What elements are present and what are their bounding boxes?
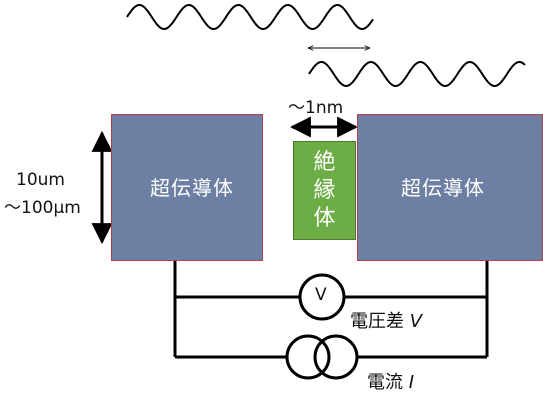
current-source-symbol [285, 334, 359, 380]
wavefunction-left [126, 3, 374, 31]
circuit-wires [173, 260, 489, 359]
insulator-char: 体 [313, 205, 336, 231]
current-symbol: I [408, 372, 415, 393]
voltmeter-symbol [298, 273, 346, 321]
voltage-label-text: 電圧差 [350, 311, 410, 332]
voltage-symbol: V [409, 311, 423, 332]
superconductor-left-label: 超伝導体 [150, 176, 234, 200]
voltmeter-letter: V [315, 285, 327, 305]
thickness-label-line2: 〜100μm [4, 198, 81, 218]
insulator-char: 絶 [313, 149, 336, 175]
insulator-char: 縁 [313, 177, 336, 203]
gap-label: 〜1nm [288, 98, 344, 118]
current-label: 電流 I [367, 368, 414, 394]
superconductor-right-label: 超伝導体 [401, 176, 485, 200]
thickness-label-line1: 10um [16, 170, 65, 190]
wavefunction-right [308, 60, 526, 88]
current-label-text: 電流 [367, 372, 409, 393]
superconductor-left [111, 114, 263, 261]
voltage-label: 電圧差 V [350, 307, 422, 333]
insulator-barrier: 絶 縁 体 [293, 141, 356, 240]
